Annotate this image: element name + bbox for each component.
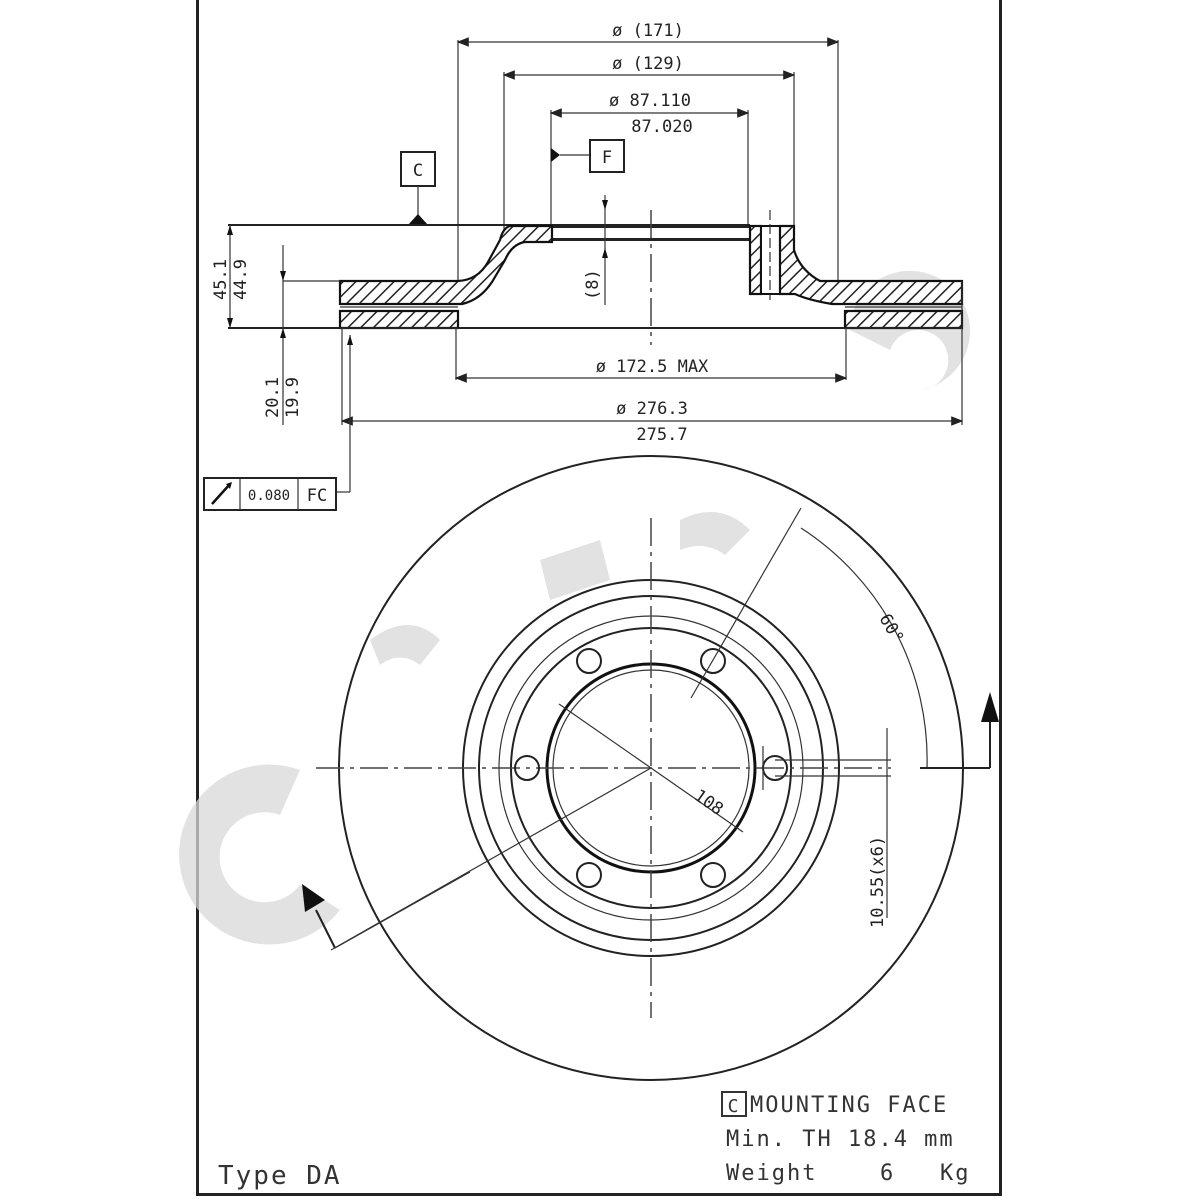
dim-hat-thickness: (8) (583, 269, 603, 300)
dim-d276-upper: ø 276.3 (616, 399, 688, 419)
bolt-hole (700, 862, 726, 888)
datum-f-box (589, 139, 625, 173)
weight-label: Weight (726, 1161, 817, 1186)
datum-c-box (400, 151, 436, 187)
dim-d87-lower: 87.020 (631, 117, 692, 137)
runout-tolerance-frame: 0.080 FC (203, 477, 337, 511)
section-arrow-right (920, 692, 999, 769)
watermark-logo (179, 270, 970, 945)
bolt-hole (514, 755, 540, 781)
bolt-hole (576, 648, 602, 674)
drawing-sheet (196, 0, 1002, 1196)
bolt-hole (762, 746, 788, 790)
front-view: 108 60° 10.55(x6) (316, 455, 964, 1081)
dim-pcd: 108 (690, 786, 727, 820)
bolt-hole (576, 862, 602, 888)
dim-h20-lower: 19.9 (283, 377, 303, 418)
section-arrow-left (302, 871, 471, 949)
dim-d172-5: ø 172.5 MAX (596, 357, 709, 377)
datum-f-label: F (602, 148, 612, 168)
runout-value: 0.080 (248, 488, 290, 504)
mounting-face-key: C (728, 1096, 741, 1117)
datum-c-label: C (413, 161, 423, 181)
dim-d171: ø (171) (612, 21, 684, 41)
weight-value: 6 (880, 1161, 895, 1186)
dim-d129: ø (129) (612, 54, 684, 74)
dim-h45-lower: 44.9 (231, 259, 251, 300)
dim-h45-upper: 45.1 (211, 259, 231, 300)
runout-arrow-icon (211, 482, 232, 505)
dim-d276-lower: 275.7 (636, 425, 687, 445)
dim-bolt-hole: 10.55(x6) (868, 836, 888, 928)
section-view: ø (171) ø (129) ø 87.110 87.020 F C (203, 21, 964, 511)
bolt-hole (700, 648, 726, 674)
weight-unit: Kg (940, 1161, 971, 1186)
type-label: Type DA (218, 1161, 342, 1191)
min-thickness-note: Min. TH 18.4 mm (726, 1127, 955, 1152)
notes-block: C MOUNTING FACE Min. TH 18.4 mm Weight 6… (721, 1091, 971, 1186)
mounting-face-note: MOUNTING FACE (750, 1093, 948, 1118)
dim-angle: 60° (875, 611, 908, 648)
dim-d87-upper: ø 87.110 (609, 91, 691, 111)
dim-h20-upper: 20.1 (263, 377, 283, 418)
runout-datums: FC (307, 486, 327, 506)
